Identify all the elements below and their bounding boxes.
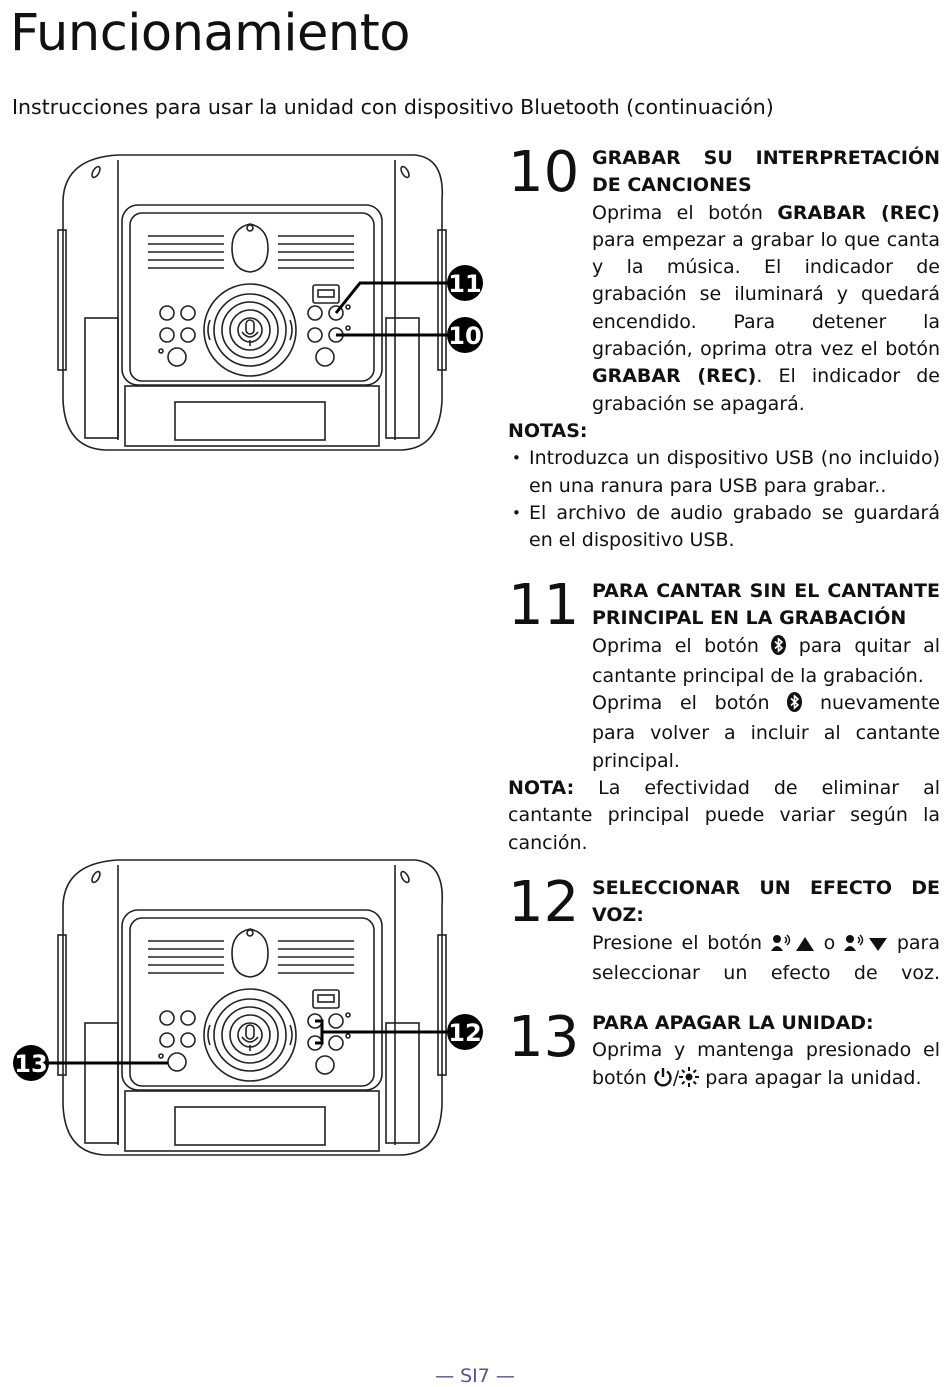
step-12: 12 SELECCIONAR UN EFECTO DE VOZ: Presion… — [508, 875, 940, 987]
step-10: 10 GRABAR SU INTERPRETACIÓN DE CANCIONES… — [508, 145, 940, 554]
voice-effect-down-icon — [844, 933, 888, 960]
step-11: 11 PARA CANTAR SIN EL CANTANTE PRINCIPAL… — [508, 578, 940, 857]
callout-13: 13 — [14, 1050, 47, 1078]
callout-11: 11 — [448, 270, 481, 298]
step-13: 13 PARA APAGAR LA UNIDAD: Oprima y mante… — [508, 1010, 940, 1095]
voice-effect-up-icon — [770, 933, 815, 960]
callout-12: 12 — [448, 1019, 481, 1047]
callout-10: 10 — [448, 322, 481, 350]
note: NOTA: La efectividad de eliminar al cant… — [508, 777, 940, 854]
step-number: 11 — [508, 573, 580, 638]
step-description: Oprima y mantenga presionado el botón / … — [592, 1037, 940, 1095]
step-heading: PARA APAGAR LA UNIDAD: — [592, 1012, 874, 1034]
page-number: — SI7 — — [435, 1365, 515, 1387]
step-description: Oprima el botón para quitar al cantante … — [592, 634, 940, 687]
device-figure-bottom: 12 13 — [13, 859, 483, 1156]
light-icon — [679, 1066, 700, 1095]
notes: NOTAS: Introduzca un dispositivo USB (no… — [508, 418, 940, 554]
device-figure-top: 11 10 — [57, 154, 483, 451]
notes-label: NOTAS: — [508, 419, 588, 442]
step-number: 10 — [508, 140, 580, 205]
bluetooth-icon — [787, 692, 803, 720]
note-item: Introduzca un dispositivo USB (no inclui… — [508, 445, 940, 500]
bluetooth-icon — [771, 634, 787, 663]
step-heading: SELECCIONAR UN EFECTO DE VOZ: — [592, 877, 940, 927]
step-heading: PARA CANTAR SIN EL CANTANTE PRINCIPAL EN… — [592, 580, 940, 630]
note-item: El archivo de audio grabado se guardará … — [508, 500, 940, 555]
step-number: 12 — [508, 870, 580, 935]
page-title: Funcionamiento — [10, 4, 410, 63]
step-heading: GRABAR SU INTERPRETACIÓN DE CANCIONES — [592, 147, 940, 197]
step-description-2: Oprima el botón nuevamente para volver a… — [592, 692, 940, 772]
step-number: 13 — [508, 1005, 580, 1070]
step-description: Presione el botón o para seleccionar un … — [592, 931, 940, 984]
step-description: Oprima el botón GRABAR (REC) para empeza… — [592, 201, 940, 415]
page-subtitle: Instrucciones para usar la unidad con di… — [12, 95, 774, 119]
power-icon — [653, 1067, 673, 1095]
